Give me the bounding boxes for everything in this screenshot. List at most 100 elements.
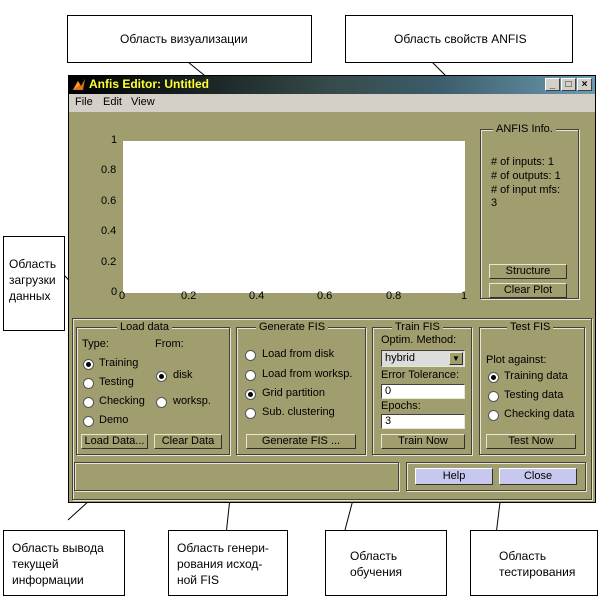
radio-plot-training[interactable] — [488, 372, 499, 383]
callout-test-line2: тестирования — [499, 565, 576, 579]
error-tolerance-input[interactable]: 0 — [381, 384, 465, 399]
train-now-button[interactable]: Train Now — [381, 434, 465, 449]
radio-type-testing[interactable] — [83, 378, 94, 389]
plot-against-label: Plot against: — [486, 354, 547, 366]
y-tick-label: 0.8 — [101, 164, 117, 176]
sub-clustering-label: Sub. clustering — [262, 406, 335, 418]
callout-anfis-text: Область свойств ANFIS — [394, 32, 527, 46]
load-from-workspace-label: Load from worksp. — [262, 368, 353, 380]
callout-load-line3: данных — [9, 289, 51, 303]
menu-bar: File Edit View — [69, 94, 595, 112]
plot-testing-label: Testing data — [504, 389, 564, 401]
grid-partition-label: Grid partition — [262, 387, 325, 399]
type-checking-label: Checking — [99, 395, 145, 407]
optim-method-value: hybrid — [385, 352, 415, 364]
callout-generate-line1: Область генери- — [177, 541, 269, 555]
anfis-info-panel: ANFIS Info. # of inputs: 1 # of outputs:… — [480, 123, 579, 299]
train-fis-panel: Train FIS Optim. Method: hybrid ▼ Error … — [372, 321, 472, 455]
dropdown-arrow-icon[interactable]: ▼ — [449, 352, 463, 365]
type-testing-label: Testing — [99, 376, 134, 388]
x-tick-label: 0.8 — [386, 290, 402, 302]
clear-plot-button[interactable]: Clear Plot — [489, 283, 567, 298]
from-disk-label: disk — [173, 369, 193, 381]
callout-output-line1: Область вывода — [12, 541, 104, 555]
plot-training-label: Training data — [504, 370, 568, 382]
menu-edit[interactable]: Edit — [103, 96, 122, 108]
epochs-input[interactable]: 3 — [381, 414, 465, 429]
plot-axes[interactable] — [123, 141, 465, 293]
train-fis-title: Train FIS — [392, 321, 443, 333]
callout-test-line1: Область — [499, 549, 547, 563]
callout-load-area: Область загрузки данных — [3, 236, 65, 331]
callout-visualization-text: Область визуализации — [120, 32, 248, 46]
close-window-button[interactable]: × — [577, 78, 592, 91]
callout-generate-line2: рования исход- — [177, 557, 263, 571]
radio-from-workspace[interactable] — [156, 397, 167, 408]
help-close-panel: Help Close — [406, 462, 586, 491]
generate-fis-button[interactable]: Generate FIS ... — [246, 434, 356, 449]
optim-method-label: Optim. Method: — [381, 334, 457, 346]
inputs-count: # of inputs: 1 — [491, 156, 554, 168]
close-button[interactable]: Close — [499, 468, 577, 485]
menu-view[interactable]: View — [131, 96, 155, 108]
matlab-logo-icon — [73, 79, 85, 90]
radio-plot-checking[interactable] — [488, 410, 499, 421]
callout-train-line1: Область — [350, 549, 398, 563]
title-bar: Anfis Editor: Untitled _ □ × — [69, 76, 595, 94]
help-button[interactable]: Help — [415, 468, 493, 485]
from-label: From: — [155, 338, 184, 350]
input-mfs-value: 3 — [491, 197, 498, 209]
radio-type-training[interactable] — [83, 359, 94, 370]
from-workspace-label: worksp. — [173, 395, 211, 407]
radio-sub-clustering[interactable] — [245, 408, 256, 419]
y-tick-label: 0.2 — [101, 256, 117, 268]
minimize-button[interactable]: _ — [545, 78, 560, 91]
anfis-editor-window: Anfis Editor: Untitled _ □ × File Edit V… — [68, 75, 596, 503]
radio-from-disk[interactable] — [156, 371, 167, 382]
radio-grid-partition[interactable] — [245, 389, 256, 400]
type-label: Type: — [82, 338, 109, 350]
status-panel — [74, 462, 399, 491]
epochs-label: Epochs: — [381, 400, 421, 412]
radio-type-checking[interactable] — [83, 397, 94, 408]
callout-generate-line3: ной FIS — [177, 573, 220, 587]
generate-fis-title: Generate FIS — [256, 321, 329, 333]
input-mfs-label: # of input mfs: — [491, 184, 561, 196]
load-data-panel: Load data Type: From: Training Testing C… — [76, 321, 230, 455]
x-tick-label: 0.2 — [181, 290, 197, 302]
generate-fis-panel: Generate FIS Load from disk Load from wo… — [236, 321, 366, 455]
maximize-button[interactable]: □ — [561, 78, 576, 91]
clear-data-button[interactable]: Clear Data — [154, 434, 222, 449]
test-fis-title: Test FIS — [507, 321, 554, 333]
test-now-button[interactable]: Test Now — [486, 434, 576, 449]
radio-plot-testing[interactable] — [488, 391, 499, 402]
y-tick-label: 0.4 — [101, 225, 117, 237]
callout-output-area: Область вывода текущей информации — [3, 530, 125, 596]
menu-file[interactable]: File — [75, 96, 93, 108]
callout-anfis-properties: Область свойств ANFIS — [345, 15, 573, 63]
load-data-button[interactable]: Load Data... — [81, 434, 148, 449]
load-data-title: Load data — [117, 321, 172, 333]
radio-load-from-disk[interactable] — [245, 350, 256, 361]
type-demo-label: Demo — [99, 414, 129, 426]
window-title: Anfis Editor: Untitled — [89, 77, 209, 91]
callout-load-line2: загрузки — [9, 273, 56, 287]
outputs-count: # of outputs: 1 — [491, 170, 561, 182]
callout-output-line3: информации — [12, 573, 84, 587]
test-fis-panel: Test FIS Plot against: Training data Tes… — [479, 321, 585, 455]
optim-method-select[interactable]: hybrid ▼ — [381, 350, 465, 367]
y-tick-label: 0 — [111, 286, 118, 298]
callout-train-line2: обучения — [350, 565, 403, 579]
type-training-label: Training — [99, 357, 139, 369]
anfis-info-title: ANFIS Info. — [493, 123, 556, 135]
x-tick-label: 0.6 — [317, 290, 333, 302]
structure-button[interactable]: Structure — [489, 264, 567, 279]
callout-test-area: Область тестирования — [470, 530, 598, 596]
radio-type-demo[interactable] — [83, 416, 94, 427]
controls-panel — [72, 318, 592, 500]
x-tick-label: 1 — [461, 290, 468, 302]
y-tick-label: 0.6 — [101, 195, 117, 207]
callout-train-area: Область обучения — [325, 530, 447, 596]
radio-load-from-workspace[interactable] — [245, 370, 256, 381]
y-tick-label: 1 — [111, 134, 118, 146]
